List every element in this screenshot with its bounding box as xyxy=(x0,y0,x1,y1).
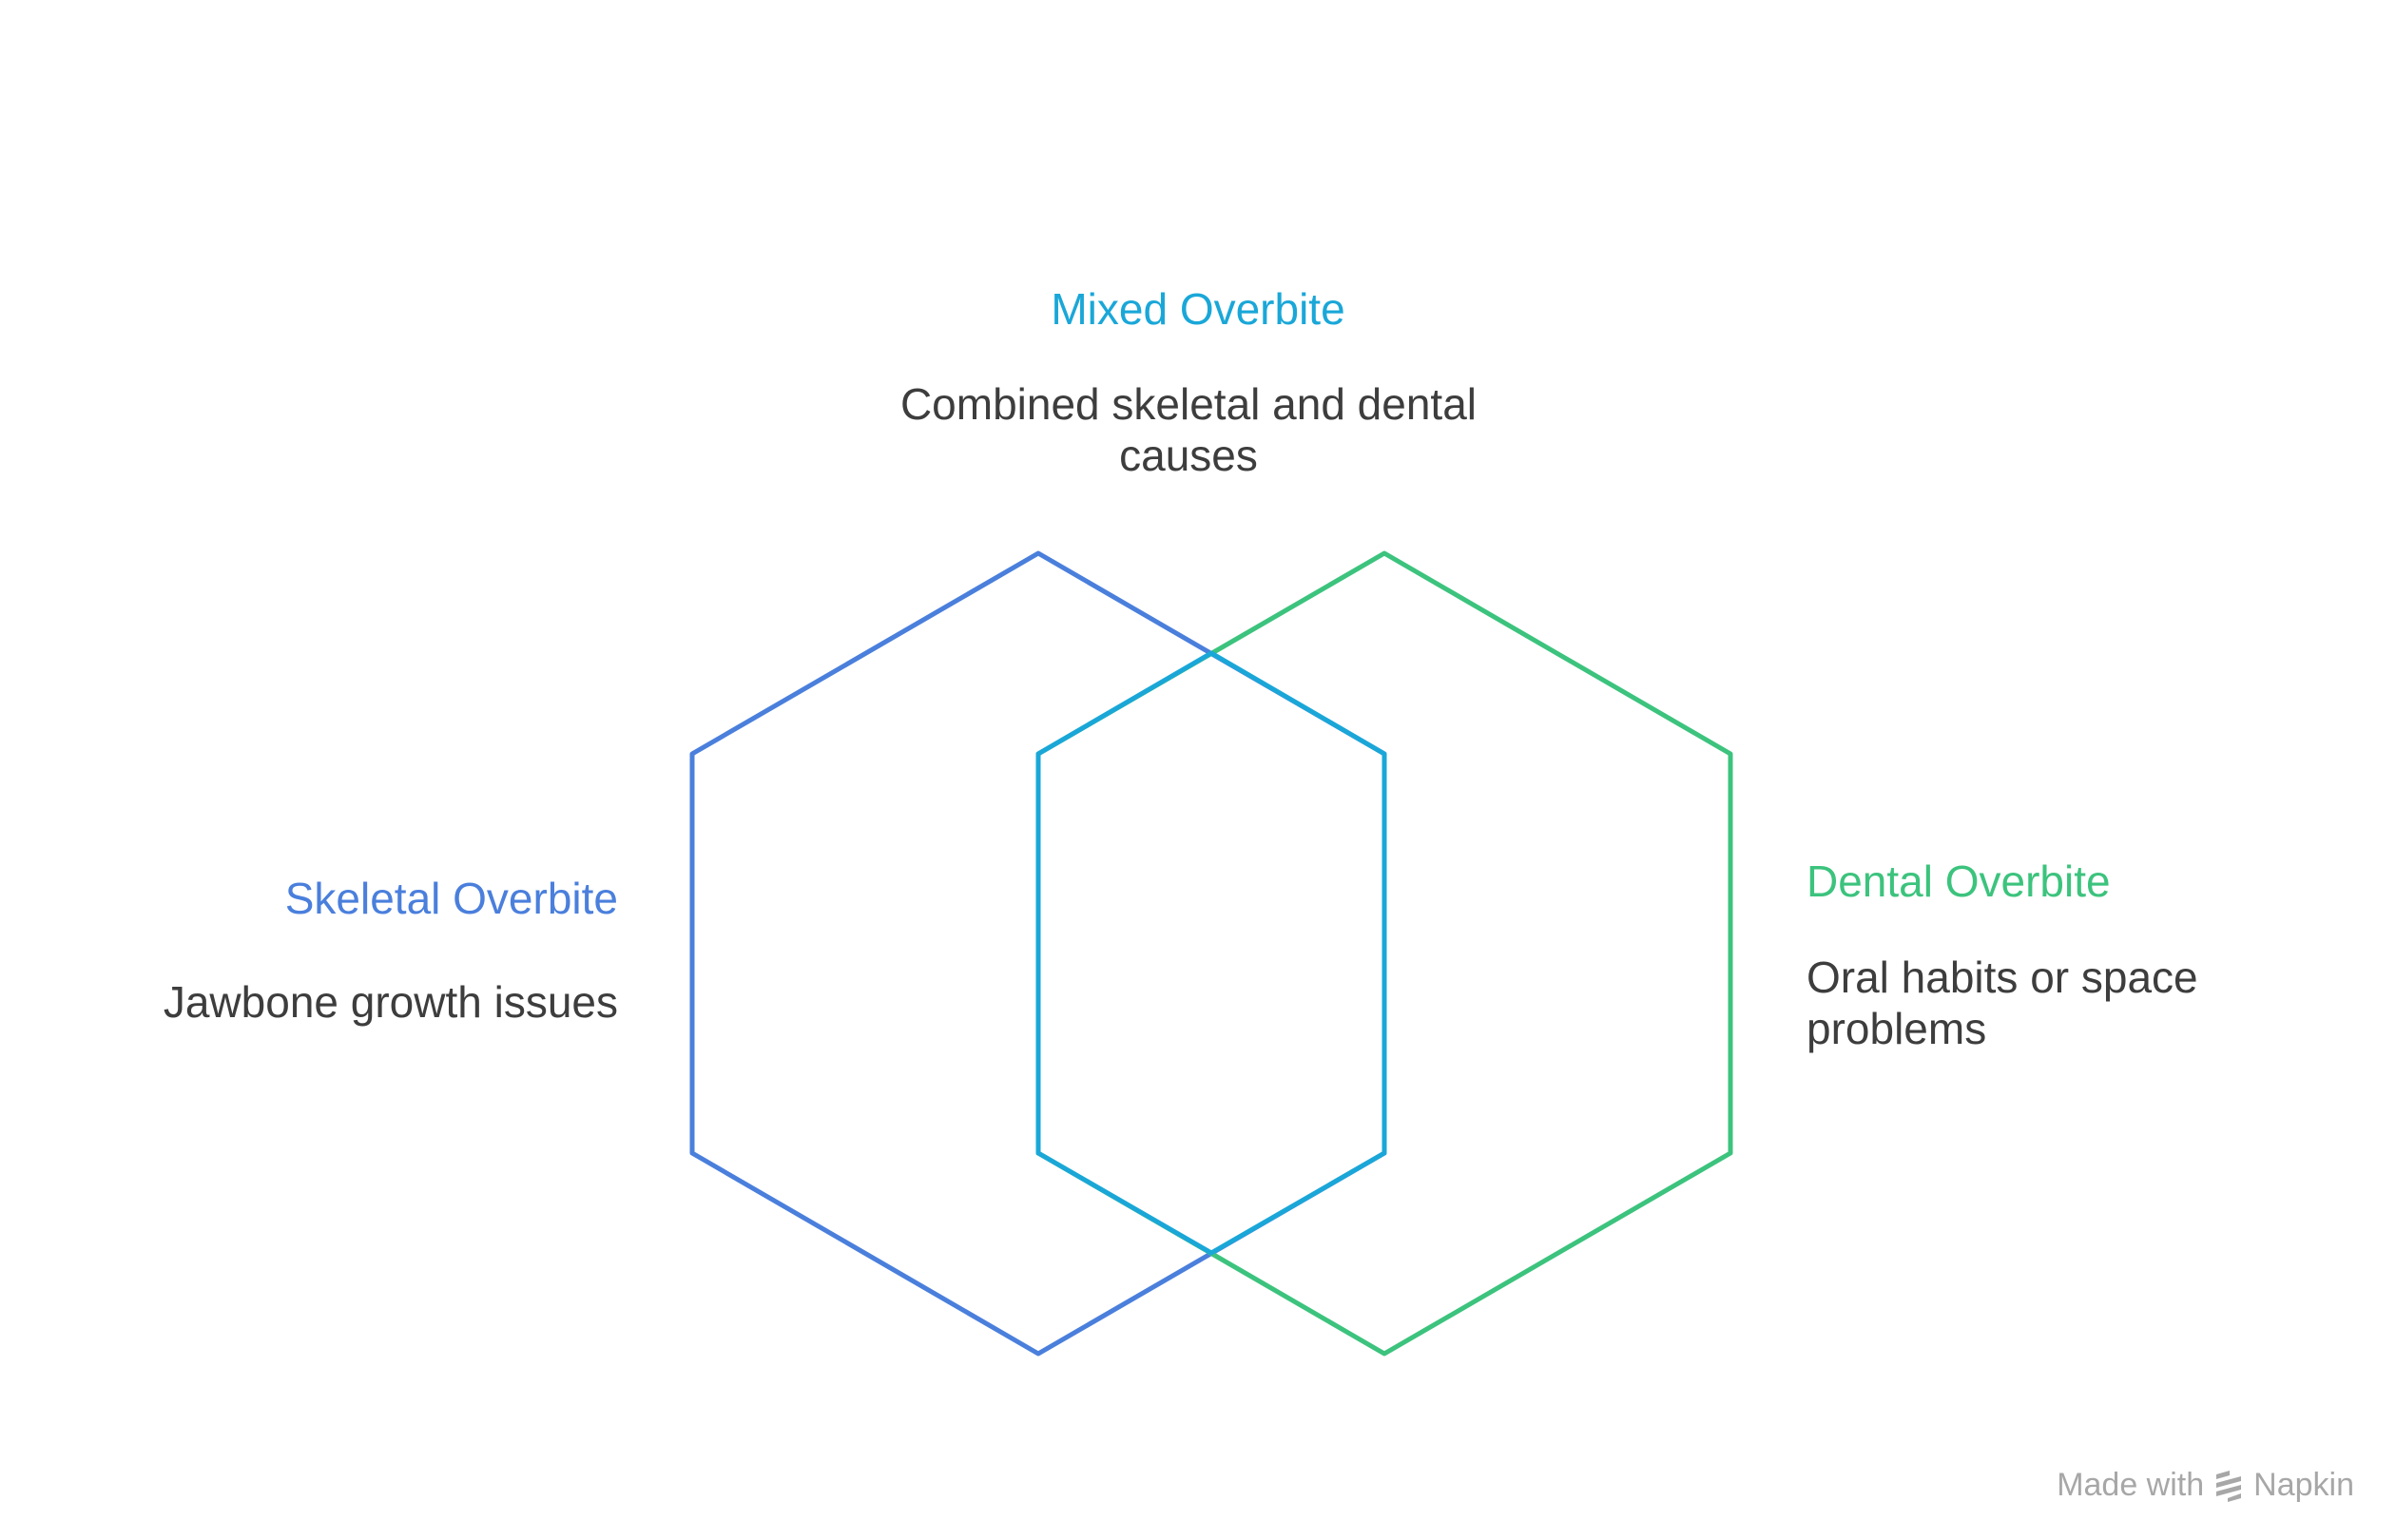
napkin-logo-icon xyxy=(2216,1470,2242,1502)
dental-overbite-title: Dental Overbite xyxy=(1807,857,2111,906)
skeletal-overbite-description: Jawbone growth issues xyxy=(163,977,618,1027)
mixed-overlap-region xyxy=(1035,650,1387,1256)
skeletal-overbite-title: Skeletal Overbite xyxy=(284,874,618,923)
made-with-napkin-watermark[interactable]: Made with Napkin xyxy=(2057,1467,2354,1504)
dental-overbite-description: Oral habits or space problems xyxy=(1807,953,2198,1053)
watermark-prefix: Made with xyxy=(2057,1467,2205,1503)
watermark-brand: Napkin xyxy=(2253,1467,2354,1503)
mixed-overbite-title: Mixed Overbite xyxy=(1051,284,1345,334)
mixed-overbite-description: Combined skeletal and dental causes xyxy=(899,379,1478,480)
